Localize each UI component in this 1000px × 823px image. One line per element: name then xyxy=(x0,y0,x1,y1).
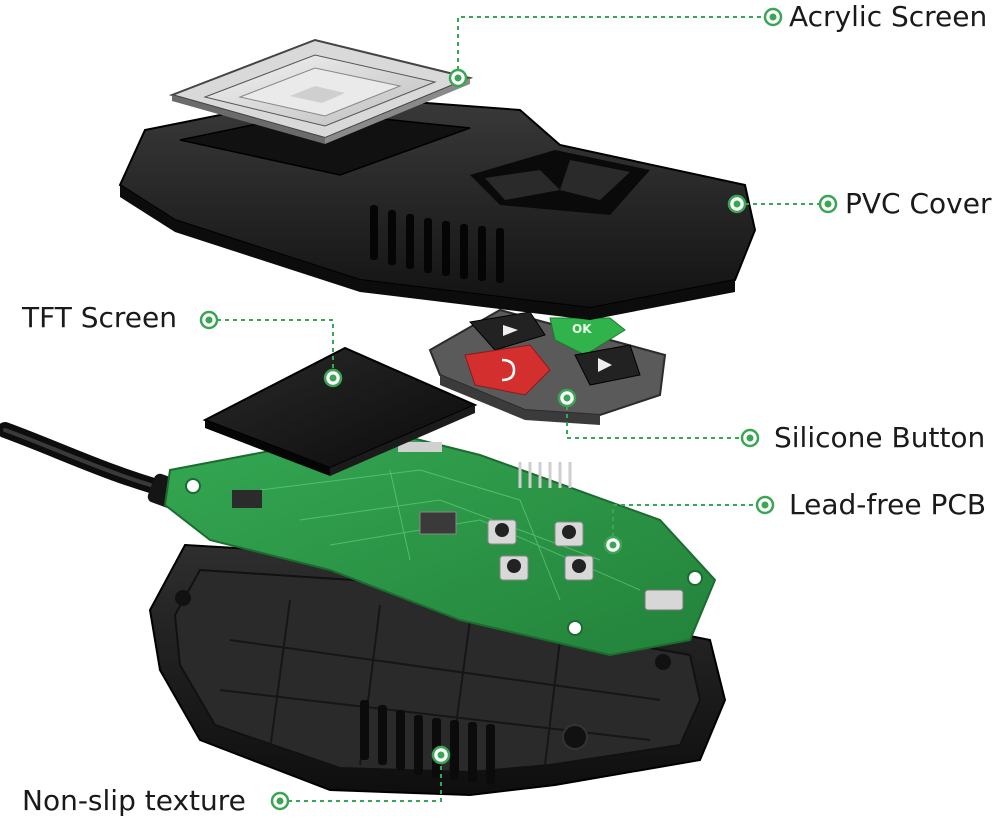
bottom-housing xyxy=(148,543,727,797)
part-point-silicone-button xyxy=(557,388,577,408)
leader-silicone-button xyxy=(566,398,750,439)
marker-lead-free-pcb xyxy=(755,495,775,515)
part-point-tft-screen xyxy=(323,368,343,388)
callout-markers xyxy=(199,7,838,811)
marker-acrylic-screen xyxy=(763,7,783,27)
leader-lead-free-pcb xyxy=(612,504,765,545)
ok-button-text: OK xyxy=(572,322,592,336)
part-point-acrylic-screen xyxy=(448,68,468,88)
marker-tft-screen xyxy=(199,310,219,330)
part-point-lead-free-pcb xyxy=(603,535,623,555)
leader-tft-screen xyxy=(209,319,334,378)
callout-leaders xyxy=(209,16,828,802)
pcb-board xyxy=(163,428,717,657)
leader-acrylic-screen xyxy=(457,16,773,78)
marker-silicone-button xyxy=(740,428,760,448)
leader-non-slip-texture xyxy=(280,755,442,802)
label-non-slip-texture: Non-slip texture xyxy=(22,784,246,817)
marker-non-slip-texture xyxy=(270,791,290,811)
tft-panel xyxy=(202,346,478,476)
label-tft-screen: TFT Screen xyxy=(22,301,177,334)
label-pvc-cover: PVC Cover xyxy=(845,187,992,220)
acrylic-panel xyxy=(168,38,474,144)
label-silicone-button: Silicone Button xyxy=(774,421,986,454)
pvc-cover xyxy=(118,93,757,320)
part-point-pvc-cover xyxy=(727,194,747,214)
label-acrylic-screen: Acrylic Screen xyxy=(789,0,988,33)
button-pad: OK xyxy=(428,308,667,425)
label-lead-free-pcb: Lead-free PCB xyxy=(789,488,987,521)
marker-pvc-cover xyxy=(818,194,838,214)
part-point-non-slip-texture xyxy=(431,745,451,765)
